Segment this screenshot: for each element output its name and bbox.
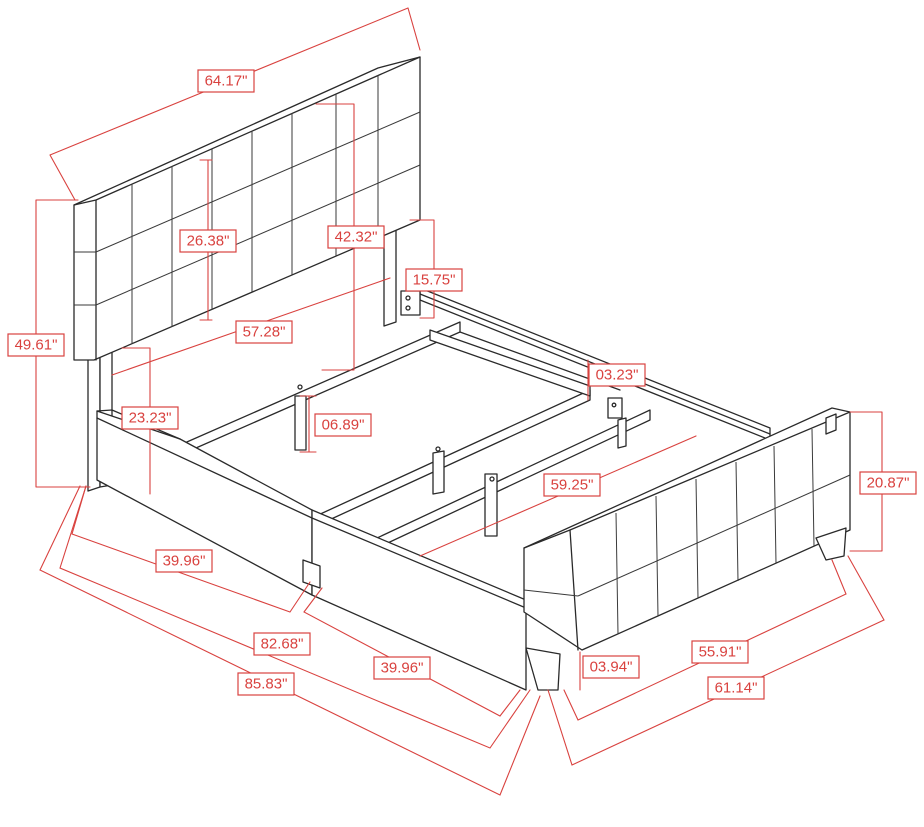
label-footboard-height: 20.87" bbox=[859, 471, 917, 495]
right-side-rail bbox=[400, 287, 771, 441]
footboard bbox=[523, 407, 851, 691]
svg-text:64.17": 64.17" bbox=[205, 73, 248, 90]
label-inner-length: 57.28" bbox=[235, 320, 293, 344]
label-mid-length: 59.25" bbox=[543, 473, 601, 497]
slats bbox=[179, 321, 651, 557]
label-rail-length-front: 39.96" bbox=[373, 656, 431, 680]
svg-text:59.25": 59.25" bbox=[551, 477, 594, 494]
center-legs bbox=[294, 384, 627, 537]
svg-text:23.23": 23.23" bbox=[129, 410, 172, 427]
svg-text:57.28": 57.28" bbox=[243, 324, 286, 341]
svg-text:61.14": 61.14" bbox=[715, 680, 758, 697]
dimension-labels: 64.17" 49.61" 26.38" 42.32" 57.28" 23.23… bbox=[7, 69, 917, 700]
svg-text:49.61": 49.61" bbox=[15, 337, 58, 354]
svg-text:85.83": 85.83" bbox=[245, 676, 288, 693]
label-center-leg-height: 06.89" bbox=[314, 413, 372, 437]
label-rail-length-rear: 39.96" bbox=[155, 549, 213, 573]
label-headboard-width: 64.17" bbox=[197, 69, 255, 93]
label-side-length: 82.68" bbox=[253, 632, 311, 656]
label-headboard-leg-height: 23.23" bbox=[121, 406, 179, 430]
label-overall-length: 85.83" bbox=[237, 672, 295, 696]
svg-text:15.75": 15.75" bbox=[413, 272, 456, 289]
svg-text:39.96": 39.96" bbox=[381, 660, 424, 677]
label-headboard-tuft-height: 26.38" bbox=[179, 229, 237, 253]
svg-text:03.94": 03.94" bbox=[590, 659, 633, 676]
label-slat-height: 03.23" bbox=[588, 363, 646, 387]
svg-text:55.91": 55.91" bbox=[699, 644, 742, 661]
svg-text:39.96": 39.96" bbox=[163, 553, 206, 570]
headboard bbox=[73, 56, 421, 361]
svg-text:20.87": 20.87" bbox=[867, 475, 910, 492]
svg-text:82.68": 82.68" bbox=[261, 636, 304, 653]
svg-text:03.23": 03.23" bbox=[596, 367, 639, 384]
label-overall-width: 61.14" bbox=[707, 676, 765, 700]
label-headboard-upper-height: 42.32" bbox=[327, 225, 385, 249]
svg-text:42.32": 42.32" bbox=[335, 229, 378, 246]
label-leg-height: 03.94" bbox=[582, 655, 640, 679]
left-side-rail bbox=[96, 409, 527, 691]
svg-text:06.89": 06.89" bbox=[322, 417, 365, 434]
label-bracket-height: 15.75" bbox=[405, 268, 463, 292]
label-headboard-total-height: 49.61" bbox=[7, 333, 65, 357]
svg-text:26.38": 26.38" bbox=[187, 233, 230, 250]
bed-frame-drawing bbox=[73, 56, 851, 691]
corner-post bbox=[825, 413, 837, 435]
label-inner-width: 55.91" bbox=[691, 640, 749, 664]
